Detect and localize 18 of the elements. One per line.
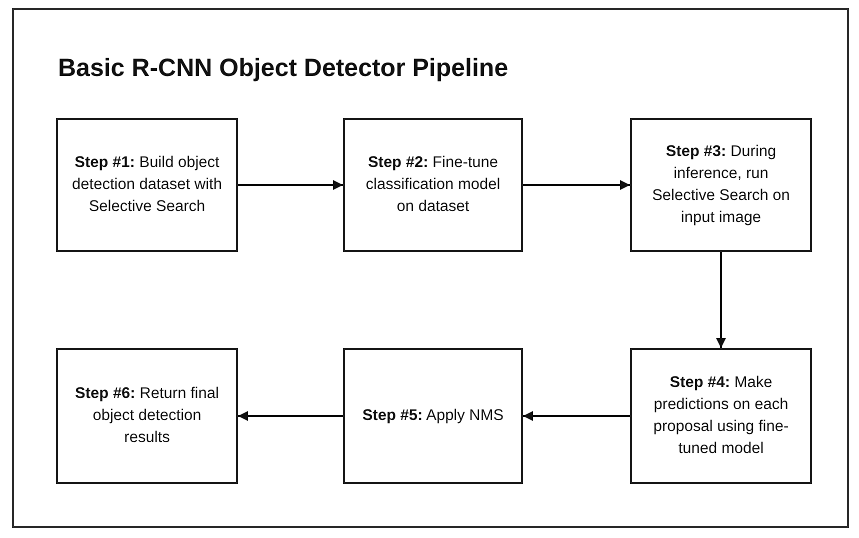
process-box	[56, 118, 238, 252]
step-text: Step #2: Fine-tune classification model on dataset	[364, 153, 502, 217]
step-text: Step #6: Return final object detection results	[74, 384, 220, 448]
step-text: Step #5: Apply NMS	[362, 406, 504, 426]
arrow	[238, 180, 343, 190]
process-box	[630, 118, 812, 252]
process-box	[56, 348, 238, 484]
arrow	[523, 411, 630, 421]
process-box	[343, 348, 523, 484]
arrow	[523, 180, 630, 190]
step-text: Step #1: Build object detection dataset with Selective Search	[71, 153, 223, 217]
step-text: Step #3: During inference, run Selective Search on input image	[651, 142, 791, 228]
process-box	[343, 118, 523, 252]
arrow	[716, 252, 726, 348]
step-text: Step #4: Make predictions on each proposal using fine-tuned model	[652, 373, 790, 459]
process-box	[630, 348, 812, 484]
arrow	[238, 411, 343, 421]
diagram-title: Basic R-CNN Object Detector Pipeline	[58, 53, 508, 84]
